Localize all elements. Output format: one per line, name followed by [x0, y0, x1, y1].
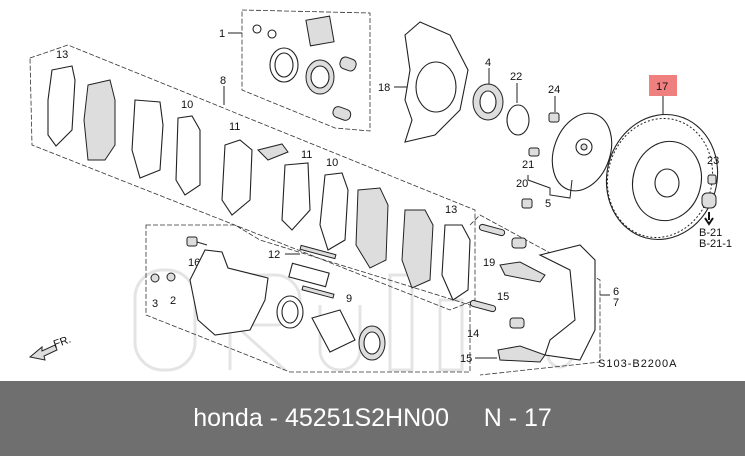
callout-15b: 15: [460, 353, 472, 365]
callout-6: 6: [613, 286, 619, 298]
callout-12: 12: [268, 249, 280, 261]
watermark: [133, 268, 574, 372]
callout-21: 21: [522, 159, 534, 171]
callout-22: 22: [510, 71, 522, 83]
callout-14: 14: [467, 328, 479, 340]
callout-9: 9: [346, 293, 352, 305]
callout-18: 18: [378, 82, 390, 94]
brake-disc-17[interactable]: [593, 102, 732, 252]
callout-3: 3: [152, 298, 158, 310]
arrow-down-icon: [704, 212, 714, 226]
part-info-banner: honda - 45251S2HN00 N - 17: [0, 381, 745, 456]
parts-diagram: 1 8 13 10 11 11 10 13 12 16 3 2 9 FR. 18…: [28, 9, 732, 376]
ref-b21[interactable]: B-21: [699, 227, 722, 239]
callout-24: 24: [548, 84, 560, 96]
callout-17: 17: [656, 81, 668, 93]
callout-10a: 10: [181, 99, 193, 111]
highlight-box: [649, 75, 677, 96]
callout-1: 1: [219, 28, 225, 40]
callout-13a: 13: [56, 49, 68, 61]
front-direction-arrow-icon: [28, 344, 58, 361]
diagram-code: S103-B2200A: [598, 358, 678, 370]
callout-19: 19: [483, 257, 495, 269]
callout-15a: 15: [497, 291, 509, 303]
callout-8: 8: [220, 75, 226, 87]
callout-7: 7: [613, 297, 619, 309]
callout-11a: 11: [229, 121, 240, 133]
callout-23: 23: [707, 155, 719, 167]
callout-11b: 11: [301, 149, 312, 161]
callout-4: 4: [485, 57, 491, 69]
callout-10b: 10: [326, 157, 338, 169]
ref-b21-1[interactable]: B-21-1: [699, 238, 732, 250]
callout-2: 2: [170, 295, 176, 307]
callout-20: 20: [516, 178, 528, 190]
callout-5: 5: [545, 198, 551, 210]
callout-13b: 13: [445, 204, 457, 216]
direction-label: FR.: [52, 333, 73, 350]
